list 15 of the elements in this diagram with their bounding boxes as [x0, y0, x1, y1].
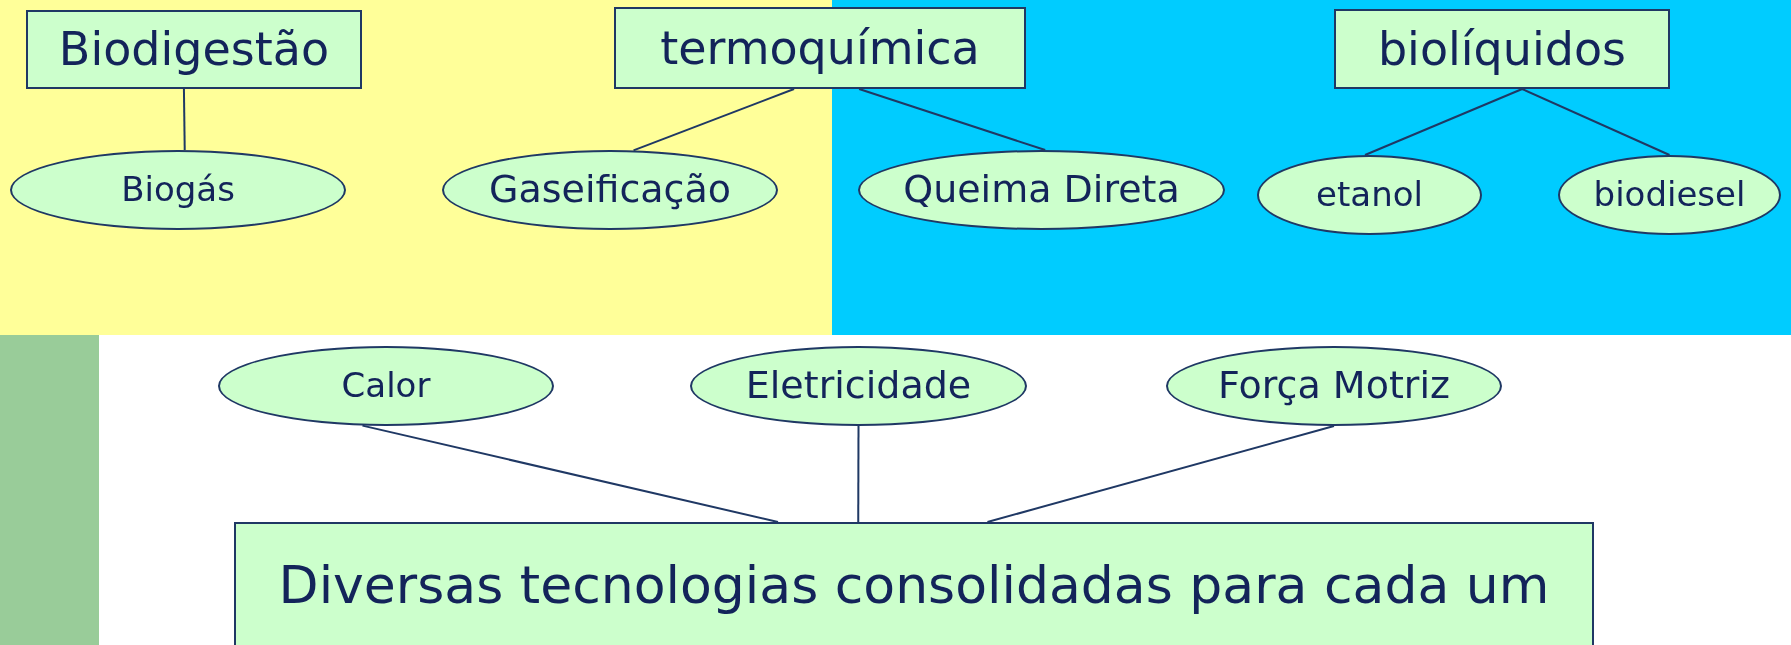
output-ellipse: Calor — [218, 346, 554, 426]
connector-line — [858, 88, 1047, 151]
connector-line — [857, 425, 860, 523]
output-ellipse: Força Motriz — [1166, 346, 1502, 426]
connector-line — [986, 425, 1335, 523]
output-ellipse: Eletricidade — [690, 346, 1027, 426]
connector-line — [1521, 88, 1671, 156]
category-box: biolíquidos — [1334, 9, 1670, 89]
connector-line — [182, 88, 186, 152]
summary-box: Diversas tecnologias consolidadas para cada um — [234, 522, 1594, 645]
category-box: termoquímica — [614, 7, 1026, 89]
category-box: Biodigestão — [26, 10, 362, 89]
connector-line — [1364, 88, 1524, 157]
connector-line — [632, 88, 796, 152]
connector-line — [361, 424, 779, 523]
